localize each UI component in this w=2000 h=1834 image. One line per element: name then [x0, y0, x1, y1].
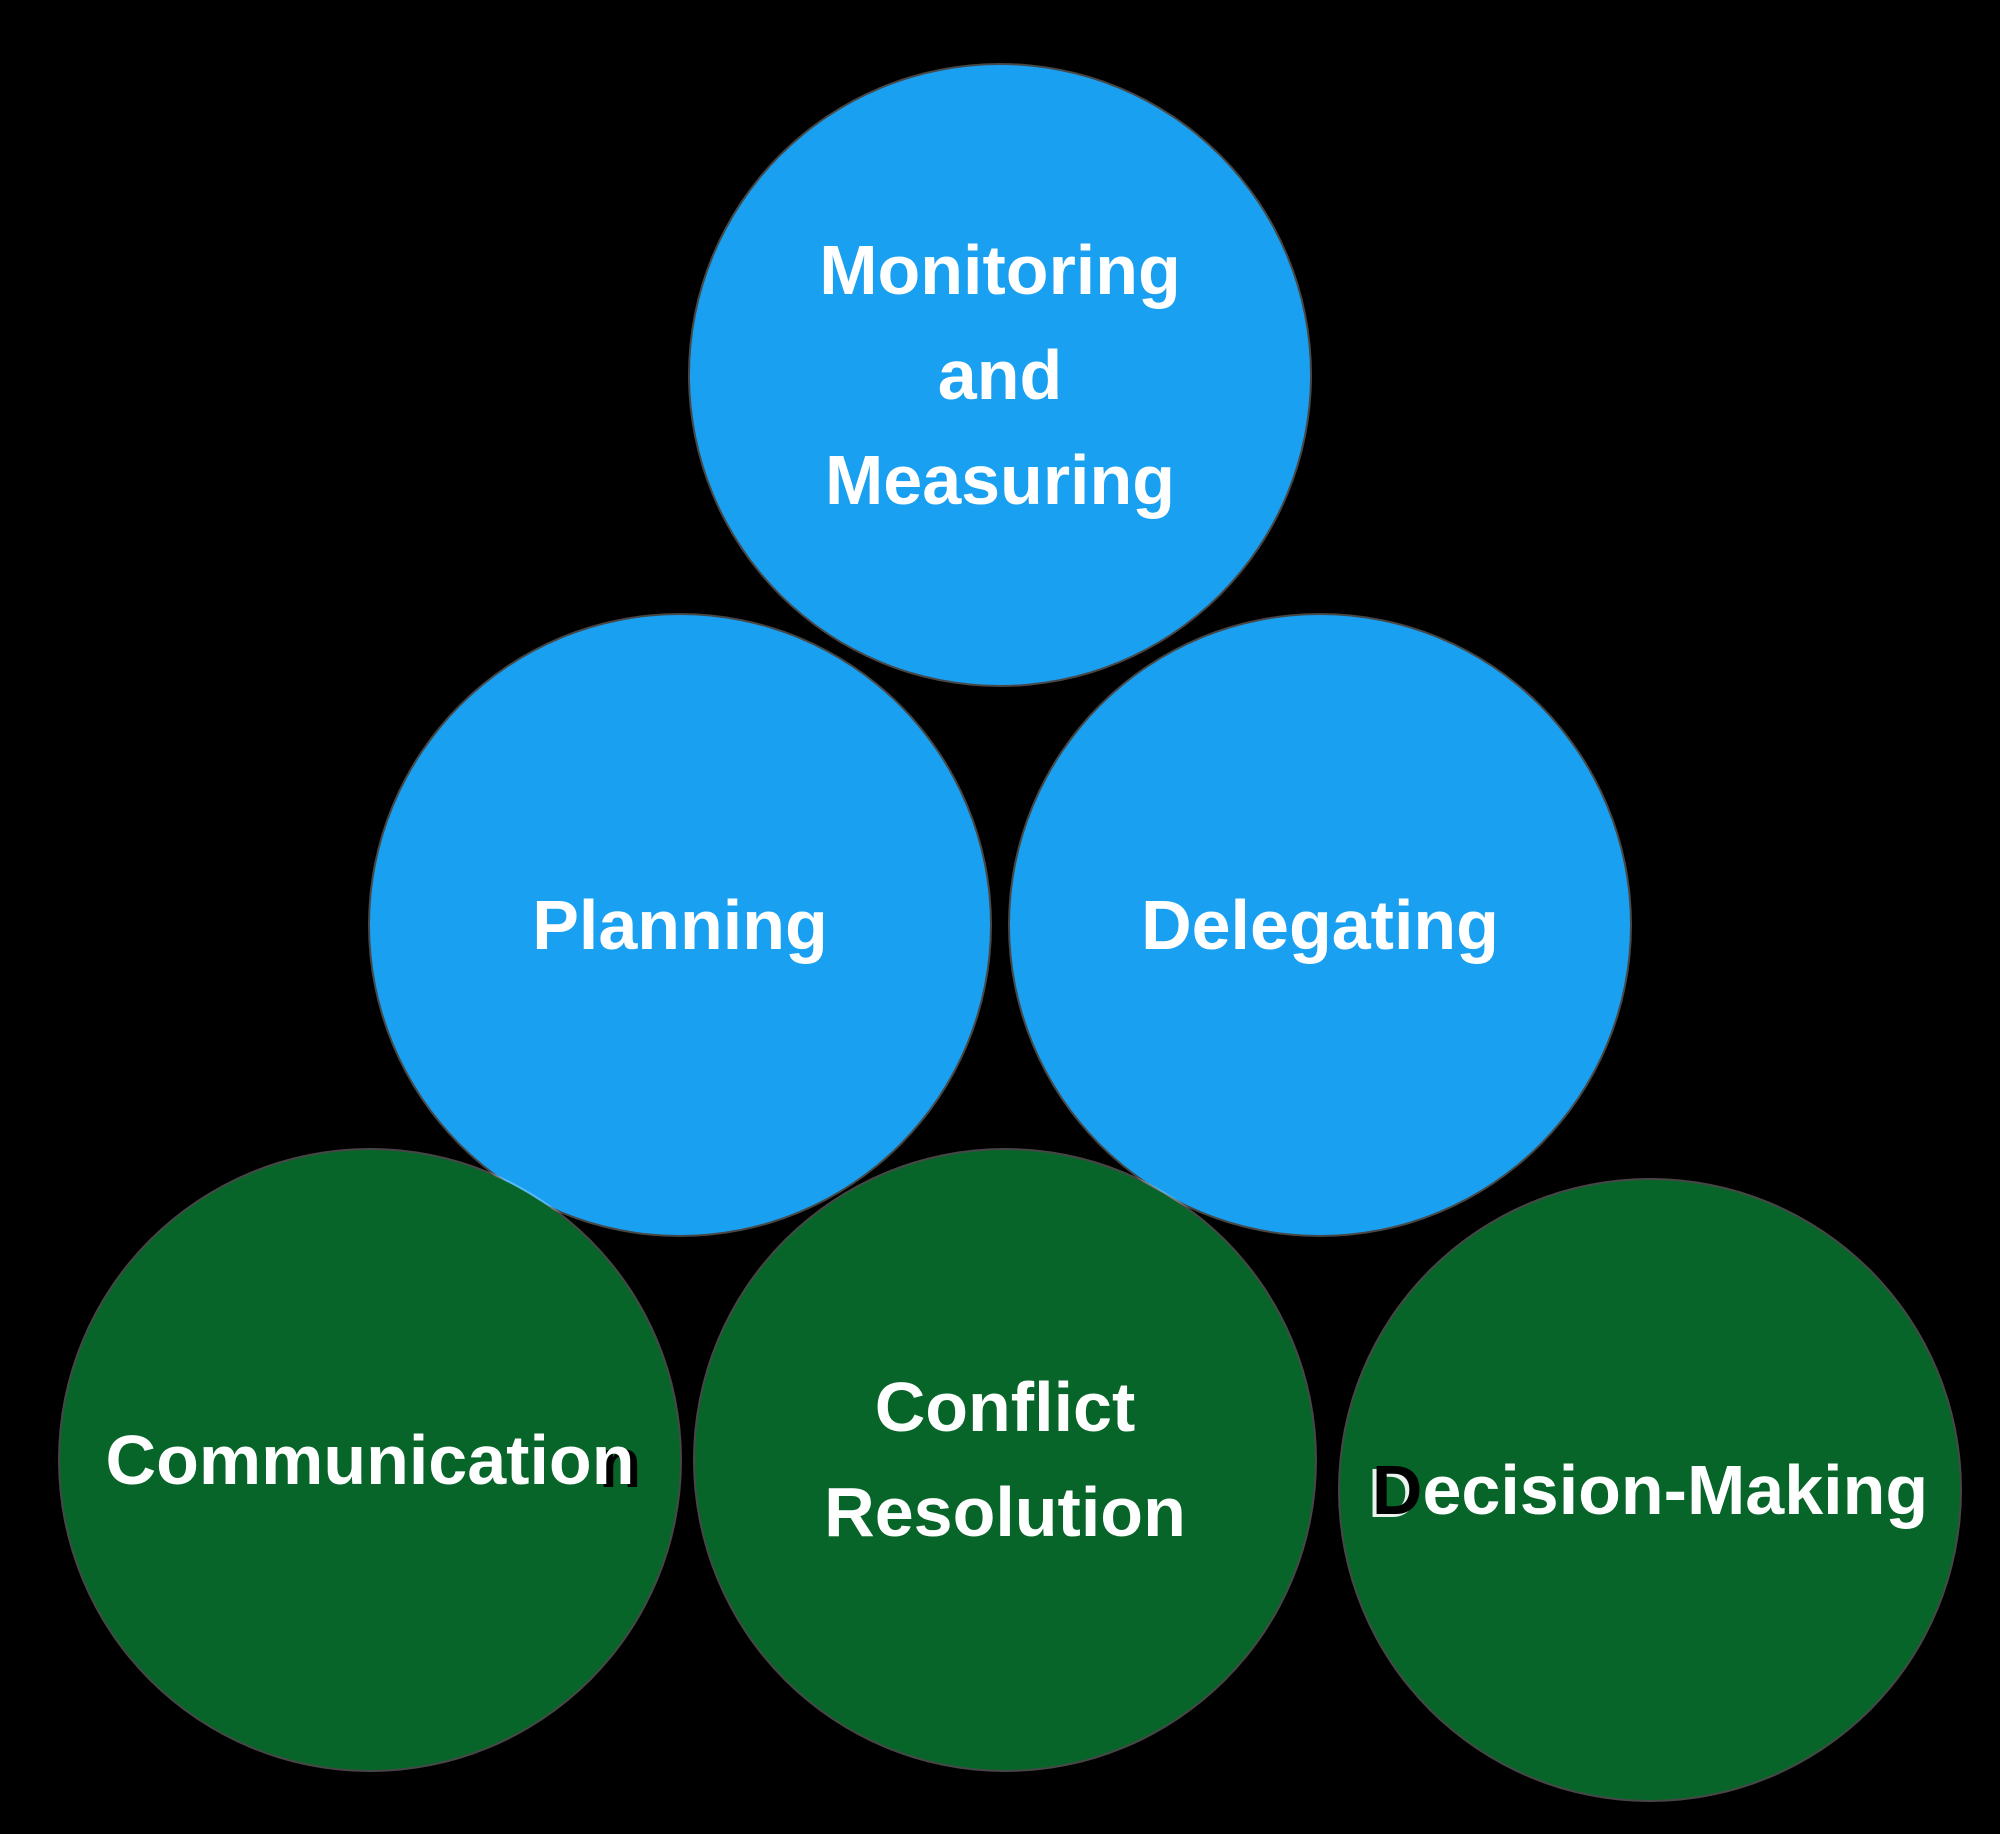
label-line: Planning [532, 885, 828, 964]
circle-label: Decision-Making [1371, 1450, 1929, 1529]
circle-label: Conflict Resolution [824, 1355, 1186, 1565]
label-line: Measuring [824, 440, 1176, 519]
circle-monitoring-and-measuring: Monitoring and Measuring [690, 65, 1310, 685]
label-line: Delegating [1141, 885, 1499, 964]
circle-label: Planning [532, 885, 828, 964]
label-text-tail: n [591, 1420, 635, 1499]
circle-communication: Communication [60, 1150, 680, 1770]
circle-decision-making: Decision-Making [1340, 1180, 1960, 1800]
circle-conflict-resolution: Conflict Resolution [695, 1150, 1315, 1770]
label-line: Communication [105, 1420, 635, 1499]
circle-planning: Planning [370, 615, 990, 1235]
label-text-main: Communicatio [105, 1420, 592, 1499]
circle-label: Delegating [1141, 885, 1499, 964]
label-line: Decision-Making [1371, 1450, 1929, 1529]
label-line: Conflict [874, 1368, 1136, 1446]
circle-delegating: Delegating [1010, 615, 1630, 1235]
label-line: Monitoring [819, 230, 1181, 309]
circle-label: Communication [105, 1420, 635, 1499]
label-line: Resolution [824, 1473, 1186, 1551]
circle-label: Monitoring and Measuring [819, 218, 1181, 533]
label-line: and [937, 335, 1063, 414]
